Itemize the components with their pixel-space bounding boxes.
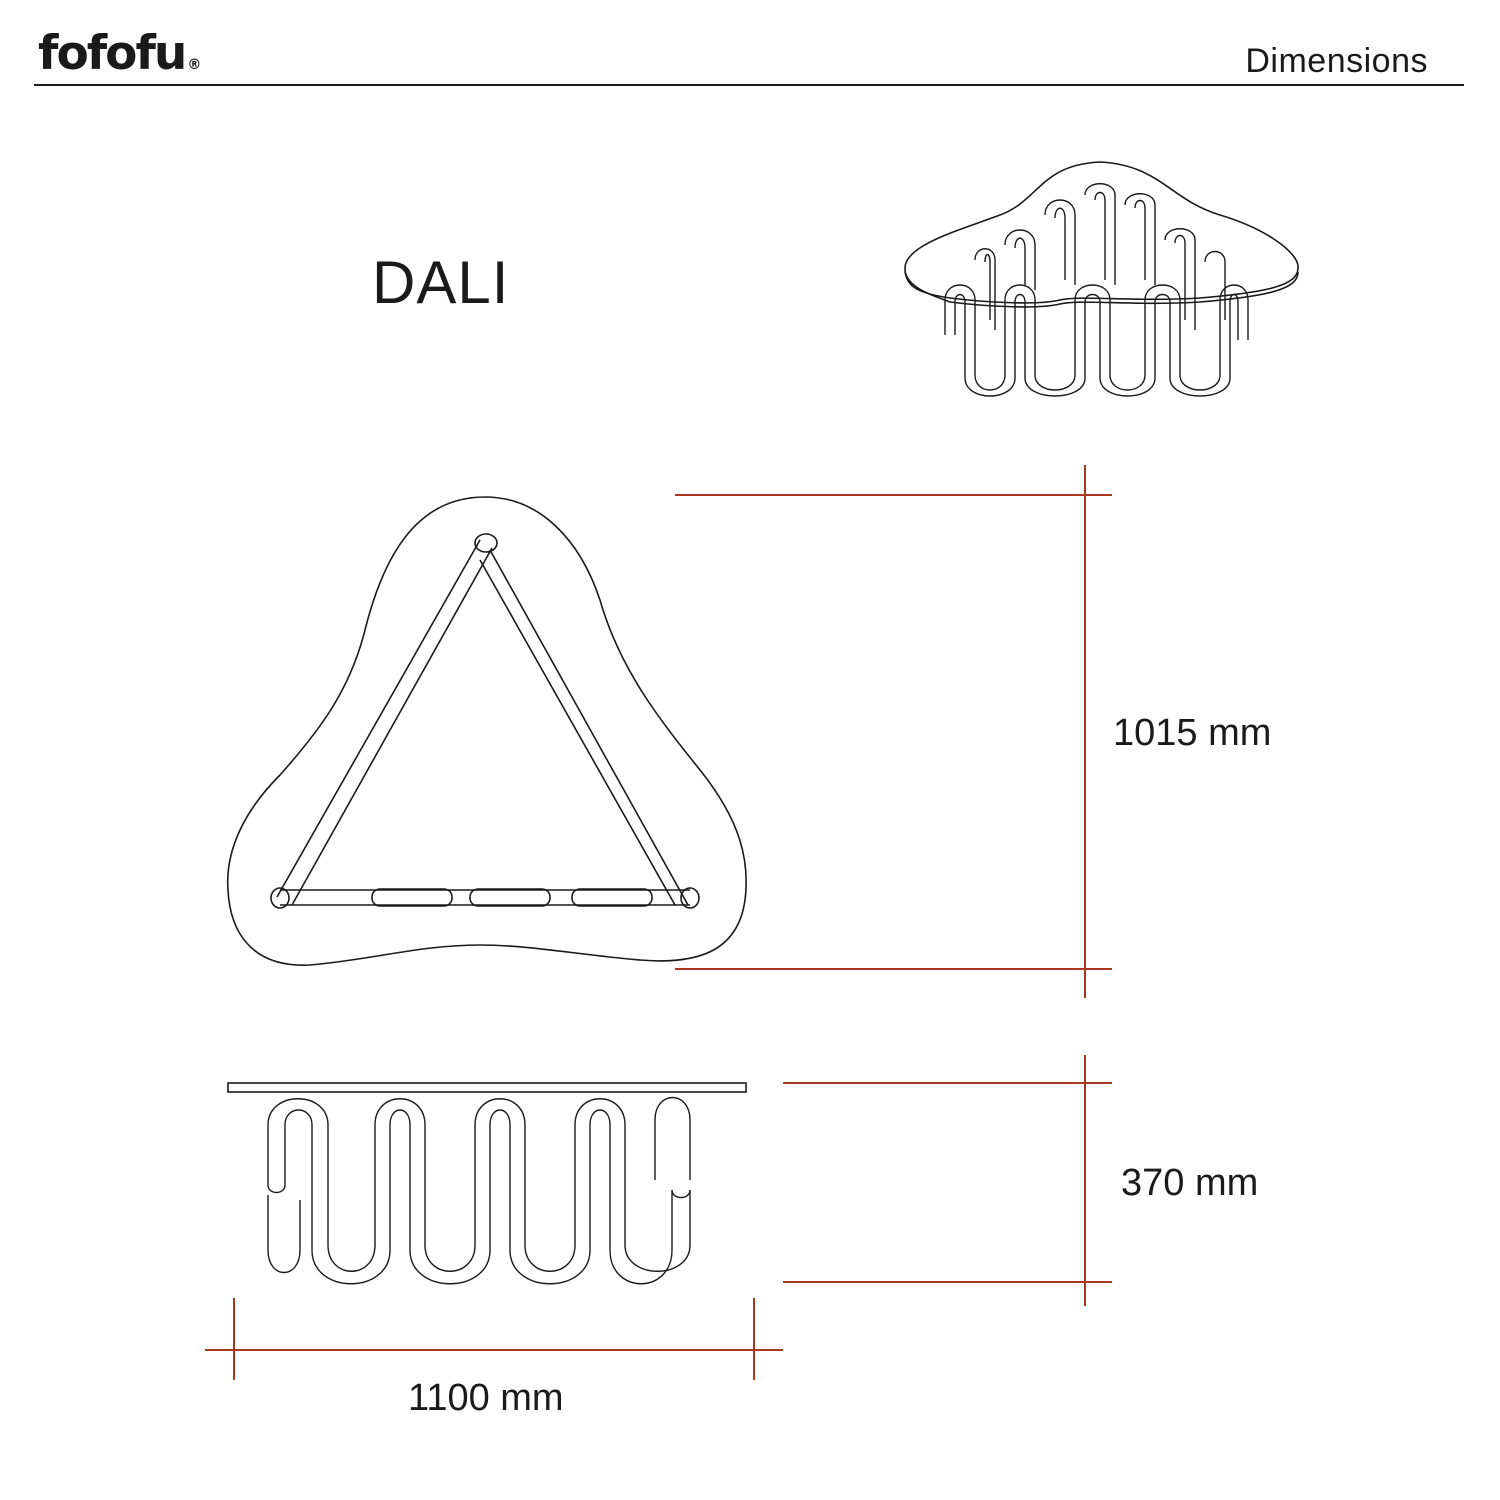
registered-mark: ®: [187, 57, 202, 73]
triangle-frame: [270, 533, 700, 909]
section-title: Dimensions: [1245, 42, 1428, 80]
glass-top-edge: [227, 1082, 747, 1093]
perspective-view: [904, 161, 1299, 397]
height-dimension-label: 370 mm: [1121, 1162, 1259, 1204]
top-view: [226, 496, 747, 966]
glass-top-plan: [226, 496, 747, 966]
wavy-base-lines: [944, 183, 1249, 397]
brand-name: fofofu: [38, 26, 187, 81]
dimension-lines: [205, 465, 1112, 1380]
depth-dimension-label: 1015 mm: [1113, 712, 1272, 754]
header-divider: [34, 84, 1464, 86]
wavy-base-front: [267, 1096, 691, 1285]
product-name: DALI: [372, 249, 510, 316]
brand-logo: fofofu®: [38, 30, 201, 77]
front-view: [227, 1082, 747, 1285]
glass-top-outline: [904, 161, 1299, 304]
width-dimension-label: 1100 mm: [408, 1377, 564, 1419]
